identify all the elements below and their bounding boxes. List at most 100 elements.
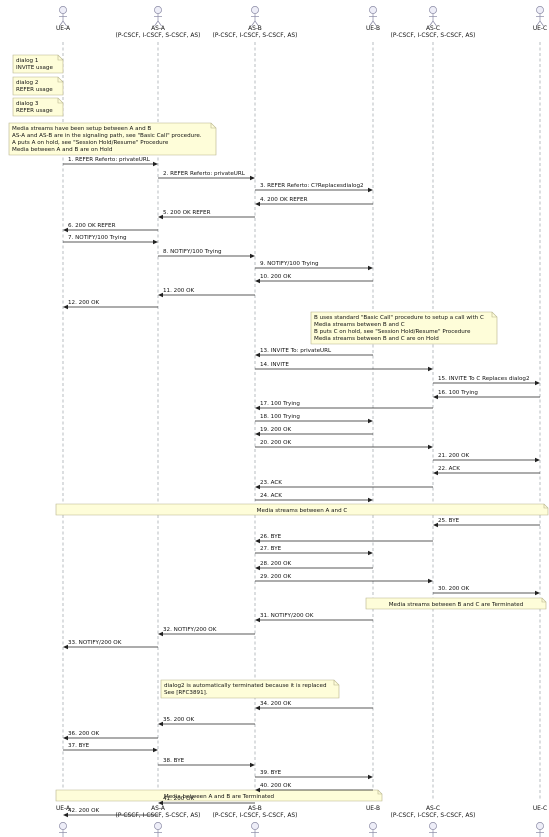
message-arrow: 42. 200 OK [63,808,158,818]
note-line: B puts C on hold, see "Session Hold/Resu… [314,329,471,335]
arrowhead [368,418,373,424]
message-label: 1. REFER Referto: privateURL [68,157,151,163]
actor-icon [251,822,259,837]
actor-icon [59,6,67,27]
banner-note: Media streams between A and C [55,503,549,516]
banner-text: Media streams between B and C are Termin… [389,602,524,608]
arrowhead [63,812,68,818]
arrowhead [368,774,373,780]
message-arrow: 10. 200 OK [255,274,373,284]
message-label: 23. ACK [260,480,282,486]
message-arrow: 26. BYE [255,534,433,544]
message-label: 33. NOTIFY/200 OK [68,640,122,646]
message-arrow: 36. 200 OK [63,731,158,741]
message-label: 8. NOTIFY/100 Trying [163,249,222,255]
message-arrow: 32. NOTIFY/200 OK [158,627,255,637]
note-line: AS-A and AS-B are in the signaling path,… [12,133,202,139]
arrowhead [158,721,163,727]
arrowhead [158,800,163,806]
note-line: dialog 2 [16,80,38,86]
message-label: 26. BYE [260,534,282,540]
message-label: 35. 200 OK [163,717,195,723]
message-label: 12. 200 OK [68,300,100,306]
message-arrow: 5. 200 OK REFER [158,210,255,220]
arrowhead [535,457,540,463]
participant-headers: UE-AUE-AAS-A(P-CSCF, I-CSCF, S-CSCF, AS)… [56,6,547,837]
message-arrow: 27. BYE [255,546,373,556]
message-arrow: 4. 200 OK REFER [255,197,373,207]
arrowhead [255,538,260,544]
arrowhead [535,380,540,386]
message-arrow: 30. 200 OK [433,586,540,596]
actor-icon [429,6,437,27]
message-arrow: 17. 100 Trying [255,401,433,411]
actor-icon [536,6,544,27]
message-arrow: 6. 200 OK REFER [63,223,158,233]
arrowhead [255,278,260,284]
message-arrow: 22. ACK [433,466,540,476]
message-label: 29. 200 OK [260,574,292,580]
actor-icon [154,6,162,27]
message-label: 10. 200 OK [260,274,292,280]
message-label: 20. 200 OK [260,440,292,446]
message-label: 28. 200 OK [260,561,292,567]
arrowhead [368,497,373,503]
note-line: REFER usage [16,108,53,114]
participant-name: AS-A [151,806,165,812]
arrowhead [433,394,438,400]
arrowhead [368,187,373,193]
message-label: 19. 200 OK [260,427,292,433]
message-label: 13. INVITE To: privateURL [260,348,332,354]
message-arrow: 38. BYE [158,758,255,768]
actor-icon [369,822,377,837]
note-line: Media streams between B and C [314,322,405,328]
participant-subtitle: (P-CSCF, I-CSCF, S-CSCF, AS) [391,813,476,819]
arrowhead [153,239,158,245]
message-arrow: 11. 200 OK [158,288,255,298]
arrowhead [153,747,158,753]
arrowhead [255,705,260,711]
message-label: 42. 200 OK [68,808,100,814]
note-line: Media between A and B are on Hold [12,147,113,153]
message-label: 5. 200 OK REFER [163,210,211,216]
message-label: 16. 100 Trying [438,390,478,396]
message-label: 9. NOTIFY/100 Trying [260,261,319,267]
arrowhead [158,631,163,637]
arrowhead [250,175,255,181]
note-line: See [RFC3891]. [164,690,208,696]
arrowhead [255,565,260,571]
message-label: 18. 100 Trying [260,414,300,420]
participant-name: AS-B [248,26,262,32]
message-label: 14. INVITE [260,362,289,368]
message-arrow: 33. NOTIFY/200 OK [63,640,158,650]
message-label: 4. 200 OK REFER [260,197,308,203]
participant-name: AS-A [151,26,165,32]
note-line: B uses standard "Basic Call" procedure t… [314,315,484,321]
participant-name: AS-C [426,26,440,32]
message-label: 40. 200 OK [260,783,292,789]
note-line: dialog 1 [16,58,39,64]
message-arrow: 25. BYE [433,518,540,528]
arrowhead [433,470,438,476]
message-arrow: 16. 100 Trying [433,390,540,400]
message-arrow: 15. INVITE To C Replaces dialog2 [433,376,540,386]
arrowhead [63,227,68,233]
message-arrow: 28. 200 OK [255,561,373,571]
arrowhead [255,405,260,411]
participant-subtitle: (P-CSCF, I-CSCF, S-CSCF, AS) [116,813,201,819]
message-arrow: 21. 200 OK [433,453,540,463]
message-label: 17. 100 Trying [260,401,300,407]
message-label: 24. ACK [260,493,282,499]
participant-name: UE-C [533,26,547,32]
message-label: 11. 200 OK [163,288,195,294]
participant-subtitle: (P-CSCF, I-CSCF, S-CSCF, AS) [213,33,298,39]
participant-name: AS-B [248,806,262,812]
actor-icon [429,822,437,837]
arrowhead [368,550,373,556]
actor-icon [59,822,67,837]
message-arrow: 13. INVITE To: privateURL [255,348,373,358]
message-label: 2. REFER Referto: privateURL [163,171,246,177]
